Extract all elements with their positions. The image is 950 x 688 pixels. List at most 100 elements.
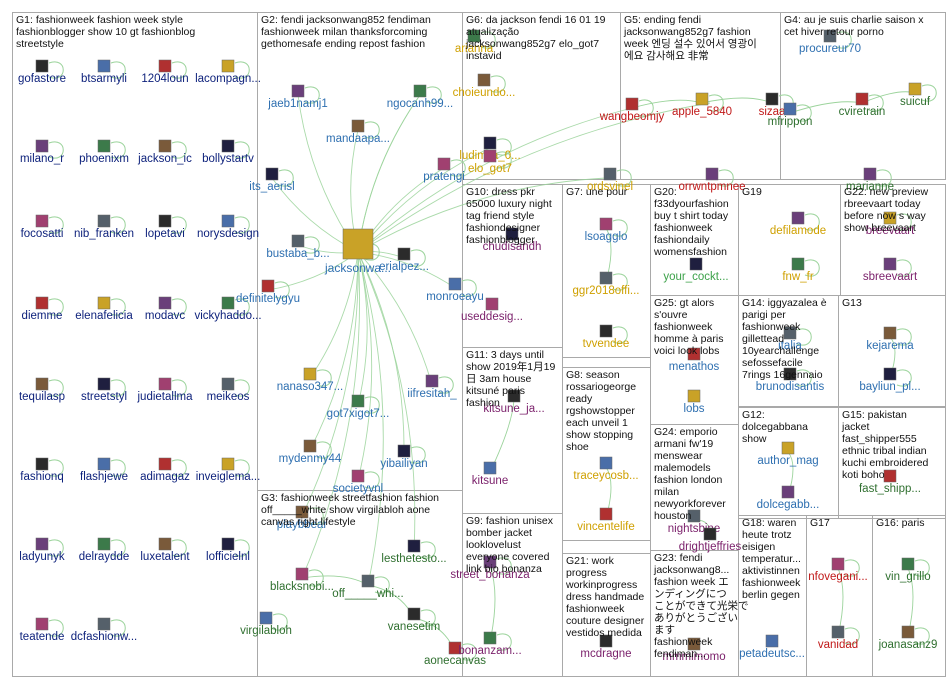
node[interactable]: fnw_fr (782, 257, 814, 283)
node[interactable]: lofficielnl (206, 537, 250, 563)
node[interactable]: pratengi (423, 157, 465, 183)
node[interactable]: arianna (455, 29, 494, 55)
node[interactable]: vickyhaddo... (194, 296, 262, 322)
node[interactable]: off_____whi... (332, 574, 404, 600)
node[interactable]: cviretrain (839, 92, 886, 118)
node[interactable]: procureur70 (799, 29, 861, 55)
node[interactable]: your_cockt... (663, 257, 729, 283)
node[interactable]: wangbeomjy (599, 97, 665, 123)
node[interactable]: orrwntpmnee (678, 167, 746, 193)
node[interactable]: elo_got7 (468, 149, 512, 175)
node[interactable]: nib_franken (74, 214, 134, 240)
node[interactable]: jaeb1namj1 (267, 84, 328, 110)
node[interactable]: definitelygyu (236, 279, 300, 305)
node[interactable]: menathos (669, 347, 720, 373)
node[interactable]: mfrippon (768, 102, 813, 128)
node[interactable]: ngocanh99... (387, 84, 454, 110)
node[interactable]: nfovegani... (808, 557, 868, 583)
node[interactable]: drightjeffries (679, 527, 742, 553)
node[interactable]: bollystartv (202, 139, 254, 165)
node[interactable]: blacksnobi... (270, 567, 334, 593)
node[interactable]: monroeayu (426, 277, 484, 303)
node[interactable]: playbbear (277, 505, 328, 531)
node[interactable]: kitsune (472, 461, 508, 487)
node[interactable]: meikeos (207, 377, 250, 403)
node[interactable]: useddesig... (461, 297, 523, 323)
node[interactable]: bayliun_pl... (859, 367, 921, 393)
node[interactable]: delraydde (79, 537, 130, 563)
node[interactable]: inveiglema... (196, 457, 261, 483)
node[interactable]: modavc (145, 296, 186, 322)
node[interactable]: tvvendee (583, 324, 630, 350)
node[interactable]: lsoagglo (585, 217, 628, 243)
node[interactable]: vin_grillo (885, 557, 931, 583)
node[interactable]: ordsvinel (587, 167, 633, 193)
node[interactable]: its_aerisl (249, 167, 295, 193)
node[interactable]: adimagaz (140, 457, 190, 483)
node[interactable]: btsarmyli (81, 59, 127, 85)
node[interactable]: elenafelicia (75, 296, 133, 322)
node[interactable]: ggr2018offi... (573, 271, 640, 297)
node[interactable]: judietallma (137, 377, 194, 403)
node[interactable]: phoenixm (79, 139, 129, 165)
node[interactable]: lacompagn... (195, 59, 261, 85)
node[interactable]: lopetavi (145, 214, 185, 240)
node[interactable]: mcdragne (580, 634, 632, 660)
node[interactable]: defilamode (770, 211, 826, 237)
node[interactable]: brunodisantis (756, 367, 825, 393)
node[interactable]: vincentelife (577, 507, 635, 533)
node[interactable]: luxetalent (140, 537, 190, 563)
node[interactable]: bonanzam... (458, 631, 522, 657)
node[interactable]: joanasanz9 (878, 625, 938, 651)
node[interactable]: flashjewe (80, 457, 128, 483)
node[interactable]: mandaapa... (326, 119, 390, 145)
node[interactable]: chudisandh (483, 227, 542, 253)
node[interactable]: norysdesign (197, 214, 259, 240)
node[interactable]: author_mag (757, 441, 819, 467)
node[interactable]: mmmimomo (662, 637, 726, 663)
node[interactable]: traceycosb... (573, 456, 639, 482)
node[interactable]: yibailiyan (380, 444, 428, 470)
node[interactable]: dolcegabb... (757, 485, 820, 511)
node[interactable]: nanaso347... (277, 367, 344, 393)
node[interactable]: kejarema (866, 326, 914, 352)
node[interactable]: vanidad (818, 625, 858, 651)
node[interactable]: tequilasp (19, 377, 65, 403)
node[interactable]: teatende (20, 617, 65, 643)
node[interactable]: streetstyl (81, 377, 127, 403)
node[interactable]: diemme (22, 296, 63, 322)
node[interactable]: kitsune_ja... (483, 389, 545, 415)
node[interactable]: focosatti (21, 214, 64, 240)
node[interactable]: jacksonwa... (324, 228, 391, 275)
node[interactable]: iifresitah_ (407, 374, 457, 400)
node[interactable]: milano_r (20, 139, 64, 165)
node[interactable]: suicuf (900, 82, 931, 108)
node[interactable]: lesthetesto... (381, 539, 447, 565)
node[interactable]: virgilabloh (240, 611, 292, 637)
node[interactable]: erialpez... (379, 247, 429, 273)
node[interactable]: fast_shipp... (859, 469, 921, 495)
node[interactable]: choieundo... (453, 73, 516, 99)
node[interactable]: breevaart (866, 211, 915, 237)
node[interactable]: aonecanvas (424, 641, 486, 667)
node[interactable]: sizaa (759, 92, 786, 118)
node[interactable]: sbreevaart (863, 257, 918, 283)
node[interactable]: 1204loun (141, 59, 189, 85)
node[interactable]: dcfashionw... (71, 617, 137, 643)
node[interactable]: jackson_ic (137, 139, 192, 165)
node[interactable]: gofastore (18, 59, 66, 85)
node[interactable]: apple_5840 (672, 92, 732, 118)
group-title-line: G24: emporio (654, 426, 718, 438)
node[interactable]: fashionq (20, 457, 64, 483)
node[interactable]: ladyunyk (19, 537, 65, 563)
node[interactable]: mydenmy44 (279, 439, 342, 465)
node[interactable]: got7xigot7... (327, 394, 390, 420)
node[interactable]: petadeutsc... (739, 634, 805, 660)
node[interactable]: lobs (683, 389, 705, 415)
node[interactable]: italia (778, 326, 802, 352)
node[interactable]: street_bonanza (450, 555, 530, 581)
node[interactable]: marianne (846, 167, 894, 193)
node[interactable]: societyvnl (333, 469, 384, 495)
node[interactable]: bustaba_b... (266, 234, 330, 260)
node[interactable]: vanesetim (388, 607, 440, 633)
